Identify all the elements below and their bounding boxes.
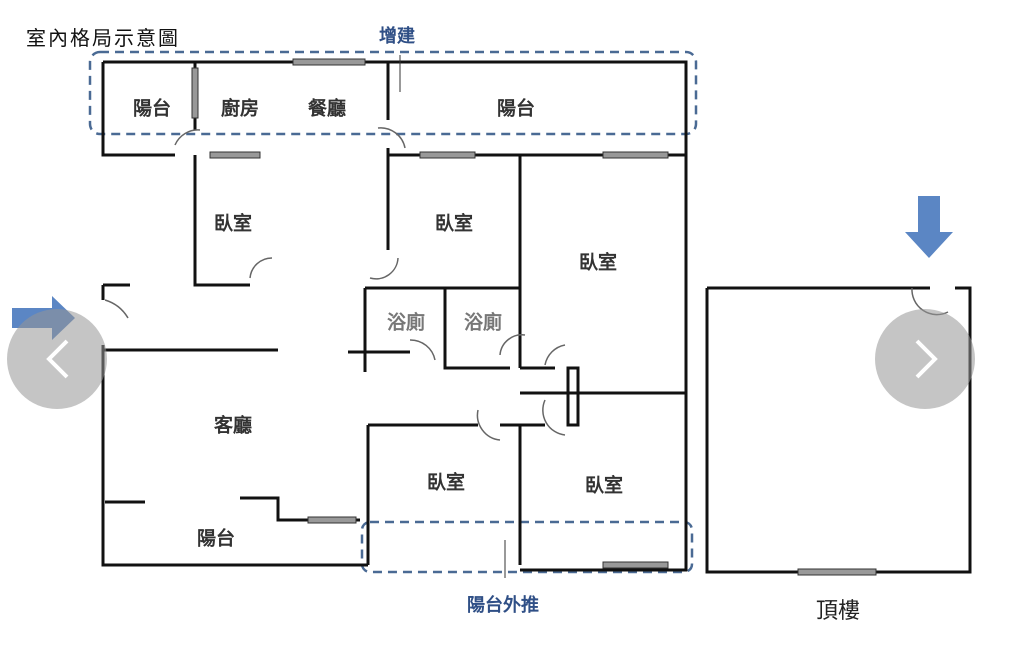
room-bedroom-1: 臥室 xyxy=(213,212,253,235)
extension-zone xyxy=(88,50,698,136)
balcony-pushout-zone xyxy=(360,520,694,574)
markers xyxy=(399,55,506,578)
room-kitchen: 廚房 xyxy=(220,97,260,120)
room-bath-1: 浴廁 xyxy=(386,311,426,334)
carousel-prev-button[interactable] xyxy=(7,309,107,409)
balcony-pushout-label: 陽台外推 xyxy=(467,595,539,616)
room-balcony-2: 陽台 xyxy=(496,97,536,120)
room-bedroom-2: 臥室 xyxy=(434,212,474,235)
carousel-next-button[interactable] xyxy=(875,309,975,409)
room-dining: 餐廳 xyxy=(307,97,347,120)
room-bath-2: 浴廁 xyxy=(463,311,503,334)
chevron-left-icon xyxy=(46,339,69,379)
entrance-arrow-top xyxy=(905,196,953,258)
extension-label: 增建 xyxy=(379,26,415,47)
page-title: 室內格局示意圖 xyxy=(26,26,180,50)
walls xyxy=(101,60,972,574)
room-balcony-1: 陽台 xyxy=(132,97,172,120)
chevron-right-icon xyxy=(915,339,938,379)
windows xyxy=(191,58,877,576)
dashed-extension-zones xyxy=(88,50,698,574)
room-bedroom-5: 臥室 xyxy=(584,474,624,497)
room-bedroom-3: 臥室 xyxy=(578,251,618,274)
doors xyxy=(104,127,949,441)
room-bedroom-4: 臥室 xyxy=(426,471,466,494)
room-balcony-3: 陽台 xyxy=(196,527,236,550)
room-living: 客廳 xyxy=(213,414,253,437)
rooftop-label: 頂樓 xyxy=(815,599,861,624)
